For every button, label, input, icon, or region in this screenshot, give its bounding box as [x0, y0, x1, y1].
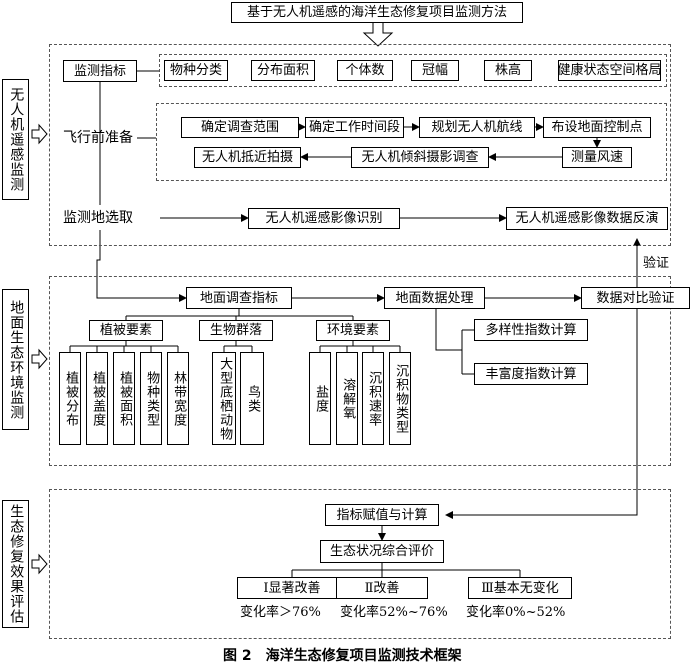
level-rate-1: 变化率＞76% [240, 605, 321, 620]
level-box-2: Ⅱ改善 [336, 577, 428, 599]
step-box: 确定调查范围 [181, 117, 299, 138]
uav-section-frame [49, 44, 671, 246]
vegetation-item: 植被面积 [113, 352, 135, 445]
step-box: 布设地面控制点 [543, 117, 651, 138]
step-box: 无人机抵近拍摄 [194, 147, 301, 168]
bio-community-box: 生物群落 [199, 320, 273, 341]
level-box-3: Ⅲ基本无变化 [468, 577, 572, 599]
preflight-steps-frame [156, 103, 667, 181]
section-label-eval: 生态修复效果评估 [2, 500, 29, 628]
index-item: 健康状态空间格局 [558, 60, 662, 81]
data-compare-box: 数据对比验证 [581, 287, 690, 309]
data-processing-box: 地面数据处理 [384, 287, 485, 309]
env-item: 沉积物类型 [389, 352, 411, 445]
level-rate-2: 变化率52%~76% [340, 605, 448, 620]
indices-frame [159, 54, 667, 87]
index-item: 分布面积 [251, 60, 315, 81]
step-box: 测量风速 [562, 147, 632, 168]
index-item: 冠幅 [411, 60, 459, 81]
image-recognition-box: 无人机遥感影像识别 [248, 208, 400, 229]
line-compare-to-assign [445, 309, 638, 519]
env-item: 沉积速率 [362, 352, 384, 445]
line-site-to-survey [96, 230, 187, 302]
index-item: 株高 [484, 60, 532, 81]
vegetation-item: 物种类型 [140, 352, 162, 445]
section-arrow-ground [31, 348, 48, 370]
image-inversion-box: 无人机遥感影像数据反演 [506, 207, 668, 230]
env-item: 溶解氧 [336, 352, 358, 445]
environment-factor-box: 环境要素 [316, 320, 390, 341]
vegetation-item: 植被盖度 [86, 352, 108, 445]
verify-label: 验证 [643, 256, 670, 271]
section-label-ground: 地面生态环境监测 [2, 289, 29, 430]
site-select-label: 监测地选取 [63, 210, 133, 226]
section-label-uav: 无人机遥感监测 [2, 79, 29, 200]
level-rate-3: 变化率0%~52% [466, 605, 566, 620]
eval-section-frame [49, 489, 671, 639]
title-hollow-arrow [362, 21, 394, 47]
survey-index-box: 地面调查指标 [186, 287, 292, 309]
step-box: 确定工作时间段 [305, 117, 404, 138]
section-arrow-eval [31, 553, 48, 575]
level-box-1: Ⅰ显著改善 [237, 577, 347, 599]
env-item: 盐度 [309, 352, 331, 445]
step-box: 规划无人机航线 [419, 117, 535, 138]
vegetation-item: 林带宽度 [167, 352, 189, 445]
vegetation-item: 植被分布 [59, 352, 81, 445]
bio-item: 大型底栖动物 [212, 352, 236, 445]
index-assignment-box: 指标赋值与计算 [325, 504, 439, 526]
index-item: 物种分类 [164, 60, 228, 81]
vegetation-factor-box: 植被要素 [89, 320, 163, 341]
figure-caption: 图 2 海洋生态修复项目监测技术框架 [223, 648, 462, 664]
bio-item: 鸟类 [240, 352, 264, 445]
section-arrow-uav [31, 123, 48, 145]
index-item: 个体数 [337, 60, 393, 81]
overall-evaluation-box: 生态状况综合评价 [320, 540, 444, 563]
monitor-index-box: 监测指标 [63, 60, 137, 82]
step-box: 无人机倾斜摄影调查 [351, 147, 489, 168]
ground-section-frame [49, 276, 671, 466]
preflight-label: 飞行前准备 [63, 130, 133, 146]
diversity-index-box: 多样性指数计算 [474, 319, 588, 341]
richness-index-box: 丰富度指数计算 [474, 363, 588, 385]
diagram-title: 基于无人机遥感的海洋生态修复项目监测方法 [231, 2, 523, 23]
